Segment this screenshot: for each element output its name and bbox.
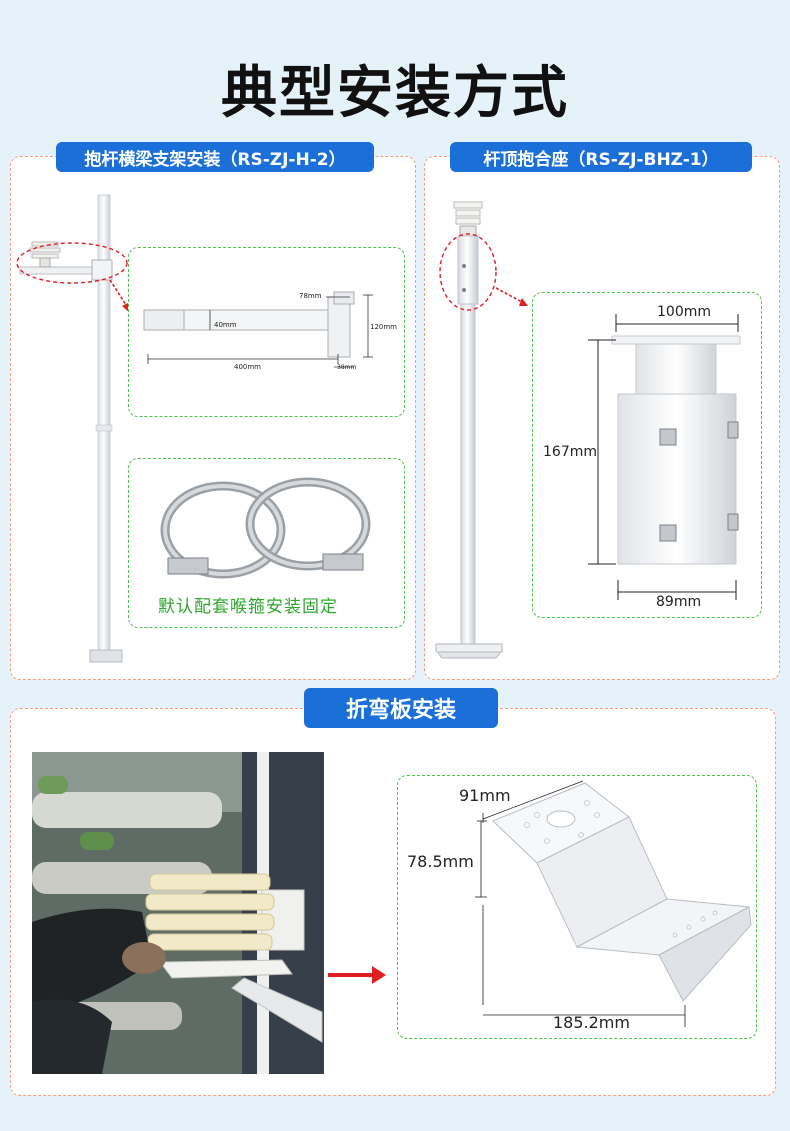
dim-38mm: 38mm xyxy=(337,364,357,371)
installation-photo xyxy=(32,752,324,1074)
dim-167mm: 167mm xyxy=(543,444,597,460)
pole-top-drawing xyxy=(588,314,741,600)
bracket-tag: 折弯板安装 xyxy=(304,688,498,728)
dim-78-5mm: 78.5mm xyxy=(407,852,474,871)
clamp-caption: 默认配套喉箍安装固定 xyxy=(158,597,338,617)
dim-185-2mm: 185.2mm xyxy=(553,1013,630,1032)
page-title: 典型安装方式 xyxy=(221,61,569,126)
bracket-drawing xyxy=(475,780,752,1027)
crossarm-tag: 抱杆横梁支架安装（RS-ZJ-H-2） xyxy=(56,142,374,172)
dim-89mm: 89mm xyxy=(656,594,702,610)
crossarm-drawing xyxy=(143,291,373,368)
crossarm-dimension-box xyxy=(128,247,405,417)
dim-100mm: 100mm xyxy=(657,304,711,320)
dim-120mm: 120mm xyxy=(370,323,397,331)
dim-40mm: 40mm xyxy=(214,321,237,329)
dim-400mm: 400mm xyxy=(234,363,261,371)
photo-arrow xyxy=(328,966,386,984)
pole-top-tag: 杆顶抱合座（RS-ZJ-BHZ-1） xyxy=(450,142,752,172)
pole-top-image xyxy=(435,201,528,659)
dim-91mm: 91mm xyxy=(459,786,511,805)
hose-clamps-image xyxy=(160,477,371,579)
pole-crossarm-image xyxy=(16,194,130,663)
dim-78mm: 78mm xyxy=(299,292,322,300)
